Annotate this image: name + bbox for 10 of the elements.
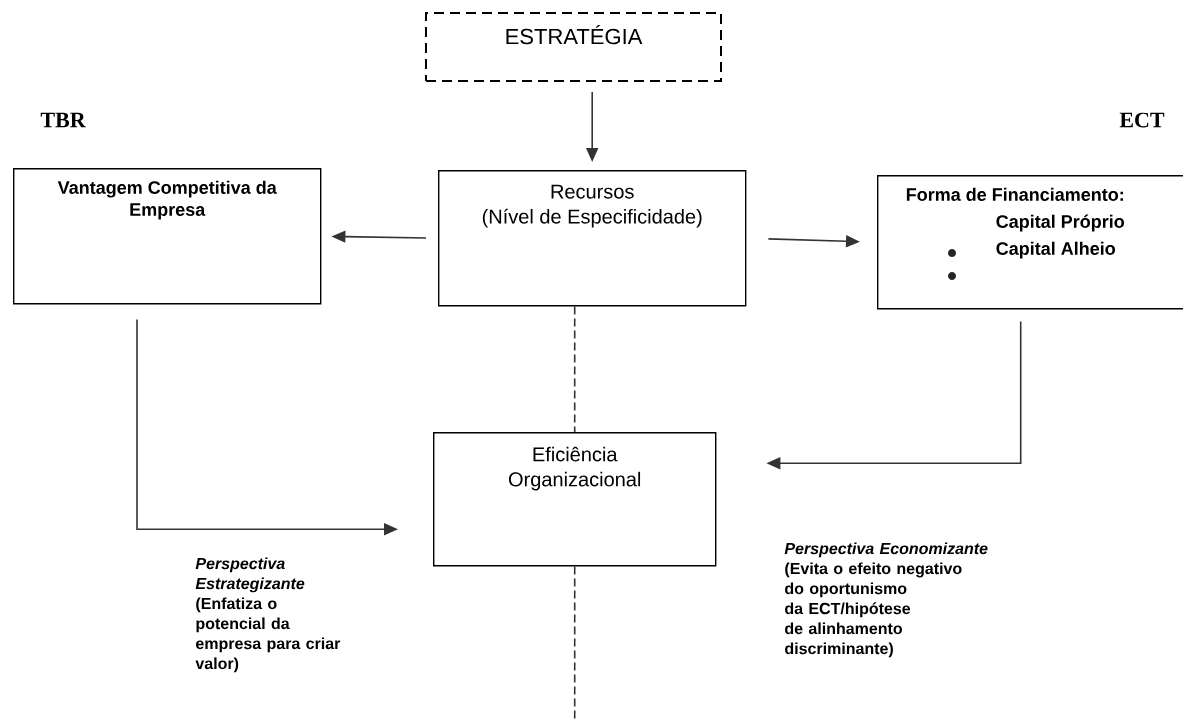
edge-label: Perspectiva Estrategizante (Enfatiza o potencial da empresa para criar valor): [193, 555, 348, 675]
dashed-line: [573, 565, 576, 720]
dashed-line: [573, 305, 576, 433]
edge-label: Perspectiva Economizante (Evita o efeito negativo do oportunismo da ECT/hipótese de alinhamento discriminante): [782, 540, 992, 660]
process-box: Eficiência Organizacional: [433, 432, 717, 567]
process-box: Vantagem Competitiva da Empresa: [13, 168, 322, 305]
process-box: Recursos (Nível de Especificidade): [438, 170, 747, 307]
label: ECT: [1119, 112, 1165, 128]
dashed-box: ESTRATÉGIA: [425, 12, 722, 82]
label: TBR: [40, 112, 86, 128]
